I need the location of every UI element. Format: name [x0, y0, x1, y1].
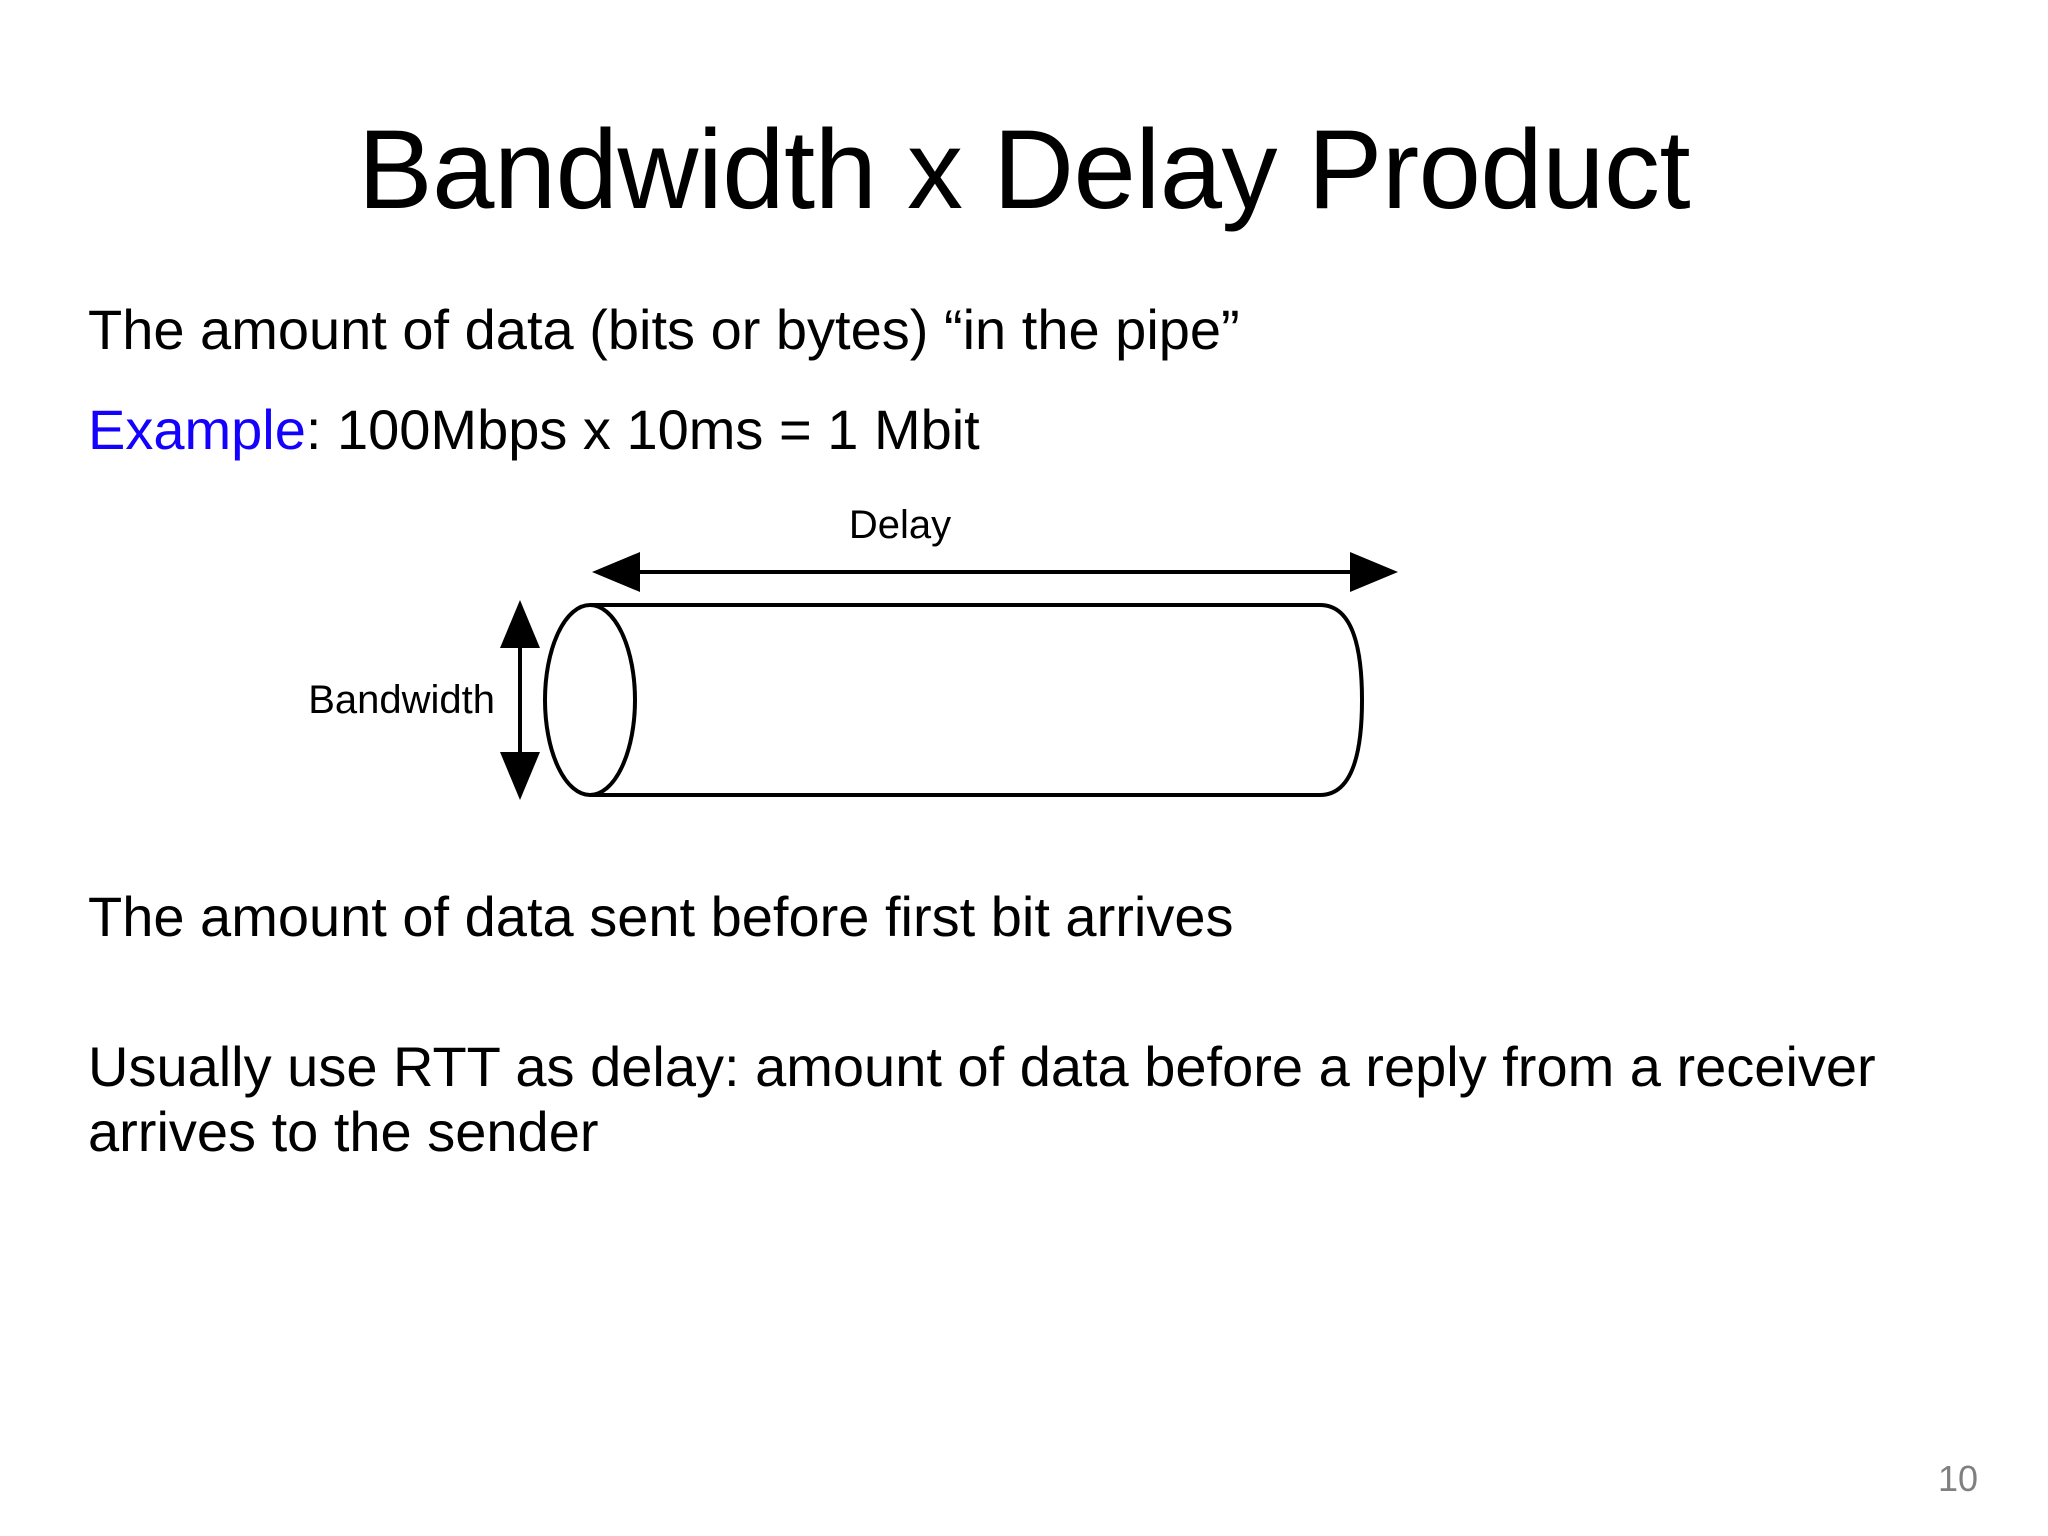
bullet-example: Example: 100Mbps x 10ms = 1 Mbit: [88, 398, 980, 463]
bullet-rtt-as-delay: Usually use RTT as delay: amount of data…: [88, 1035, 1876, 1163]
bandwidth-delay-pipe-diagram: Delay Bandwidth: [300, 500, 1700, 860]
page-title: Bandwidth x Delay Product: [357, 107, 1691, 233]
bullet-amount-of-data-in-pipe: The amount of data (bits or bytes) “in t…: [88, 298, 1240, 361]
pipe-opening-ellipse: [543, 603, 637, 797]
example-value: : 100Mbps x 10ms = 1 Mbit: [305, 398, 980, 461]
pipe-body: [590, 603, 1365, 797]
example-label: Example: [88, 398, 306, 461]
page-number: 10: [1937, 1458, 1978, 1499]
delay-label: Delay: [849, 503, 951, 547]
bullet-data-sent-before-first-bit: The amount of data sent before first bit…: [88, 885, 1234, 948]
bandwidth-label: Bandwidth: [308, 678, 495, 722]
